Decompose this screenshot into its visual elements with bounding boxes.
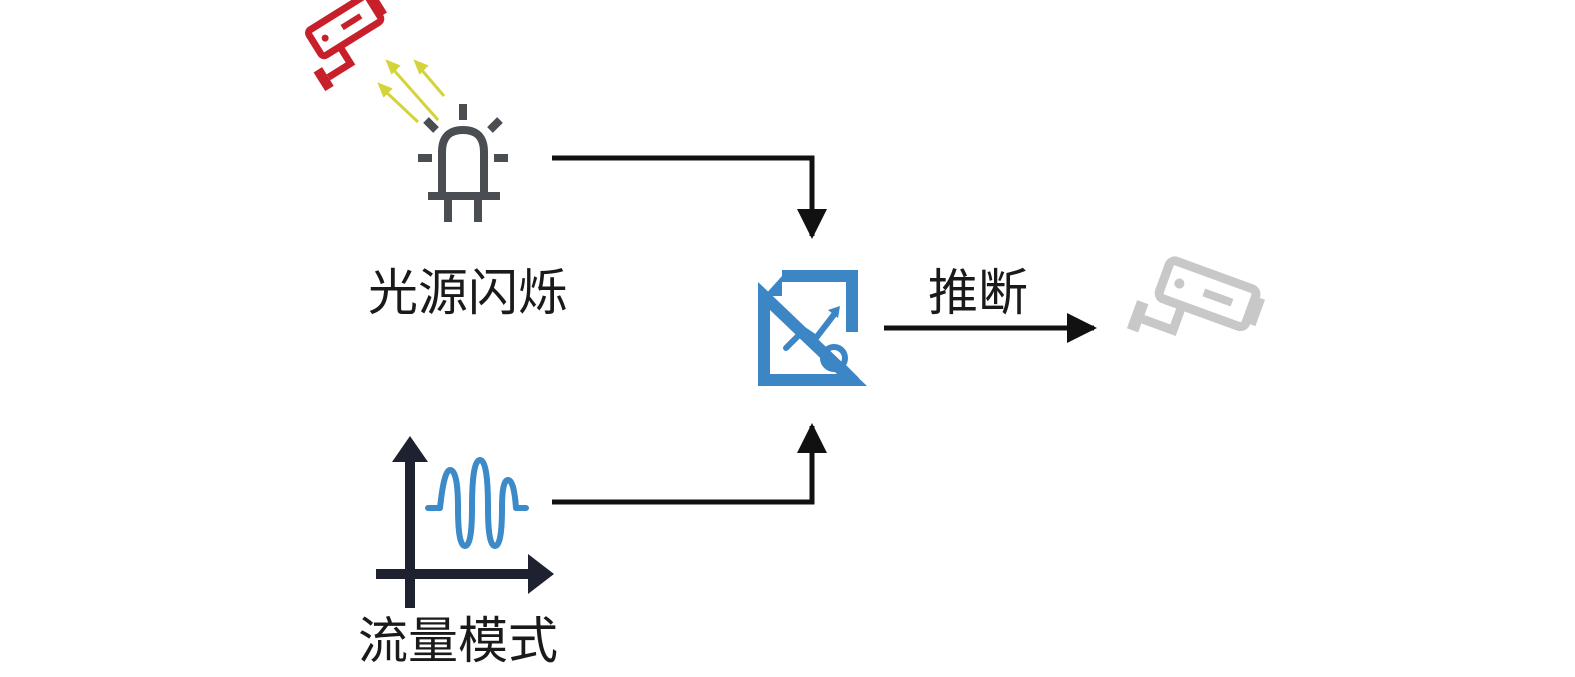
attacker-camera-icon: [305, 0, 387, 92]
arrow-light-to-analysis: [552, 155, 827, 239]
traffic-pattern-label: 流量模式: [358, 612, 558, 670]
light-rays-icon: [377, 59, 446, 124]
report-analysis-icon: [758, 270, 867, 386]
arrow-traffic-to-analysis: [552, 423, 827, 505]
target-camera-icon: [1126, 256, 1265, 336]
warning-light-icon: [418, 104, 508, 222]
light-flicker-label: 光源闪烁: [368, 264, 568, 322]
inference-label: 推断: [928, 264, 1028, 322]
waveform-graph-icon: [376, 436, 554, 608]
